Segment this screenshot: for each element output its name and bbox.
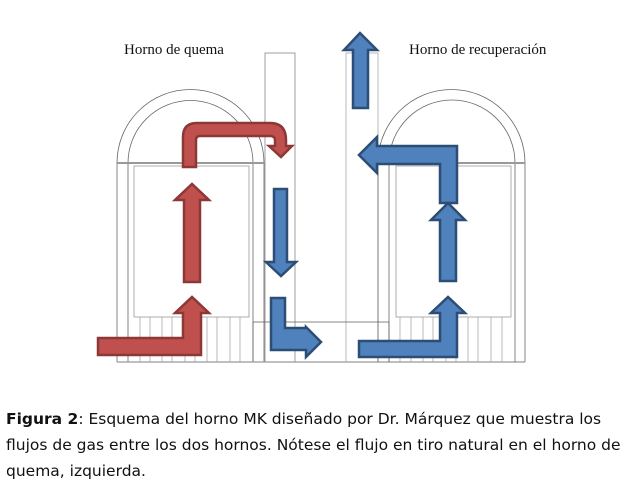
kiln-diagram bbox=[96, 31, 526, 363]
hot-gas-inlet-arrow bbox=[96, 295, 213, 357]
hot-gas-bend-arrow bbox=[181, 121, 296, 169]
right-furnace-label: Horno de recuperación bbox=[409, 42, 547, 58]
left-furnace-label: Horno de quema bbox=[124, 42, 224, 58]
hot-gas-up-arrow bbox=[171, 182, 213, 284]
cold-gas-left-arrow bbox=[357, 133, 459, 205]
caption-text: : Esquema del horno MK diseñado por Dr. … bbox=[6, 410, 621, 480]
cold-gas-inlet-arrow bbox=[357, 295, 469, 359]
cold-gas-channel-arrow bbox=[269, 296, 323, 361]
cold-gas-down-arrow bbox=[262, 187, 300, 278]
cold-gas-up-arrow bbox=[427, 201, 469, 283]
cold-gas-exhaust-arrow bbox=[341, 31, 381, 110]
figure-label: Figura 2 bbox=[6, 410, 79, 428]
figure-caption: Figura 2: Esquema del horno MK diseñado … bbox=[6, 406, 626, 484]
